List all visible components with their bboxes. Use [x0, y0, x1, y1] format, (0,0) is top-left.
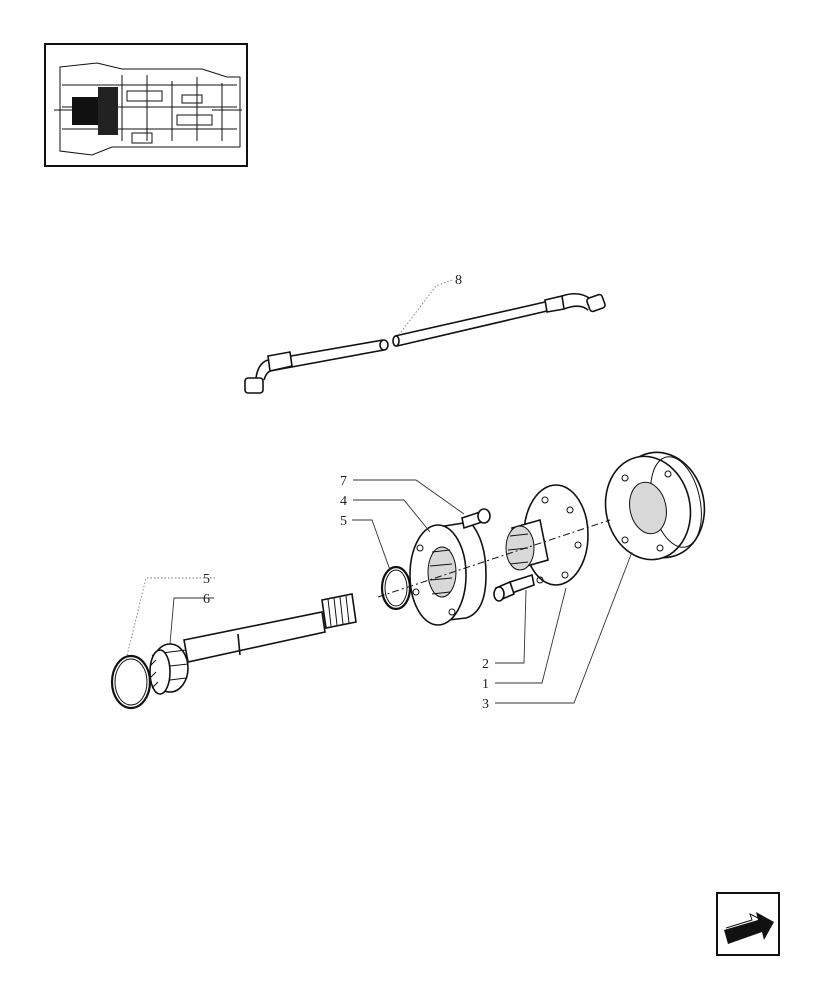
- callout-3: 3: [482, 697, 489, 712]
- callout-8: 8: [455, 273, 462, 288]
- companion-flange: [505, 484, 589, 586]
- o-ring-left: [110, 654, 152, 710]
- callout-5-left: 5: [203, 572, 210, 587]
- drum: [604, 451, 706, 561]
- o-ring-mid: [380, 565, 412, 611]
- callout-6: 6: [203, 592, 210, 607]
- location-thumbnail: [44, 43, 248, 167]
- flange-hub: [409, 521, 487, 626]
- leader-lines: [125, 279, 633, 704]
- callout-5-top: 5: [340, 514, 347, 529]
- pipe-assembly: [244, 292, 606, 394]
- callout-labels: 8 7 4 5 5 6 2 1 3: [203, 273, 489, 712]
- callout-2: 2: [482, 657, 489, 672]
- back-arrow-icon[interactable]: [716, 892, 780, 956]
- callout-1: 1: [482, 677, 489, 692]
- assembly-axis: [377, 519, 611, 598]
- bolt-top: [461, 508, 491, 530]
- callout-4: 4: [340, 494, 347, 509]
- bolt-bottom: [493, 573, 535, 602]
- callout-7: 7: [340, 474, 347, 489]
- output-shaft: [149, 593, 357, 695]
